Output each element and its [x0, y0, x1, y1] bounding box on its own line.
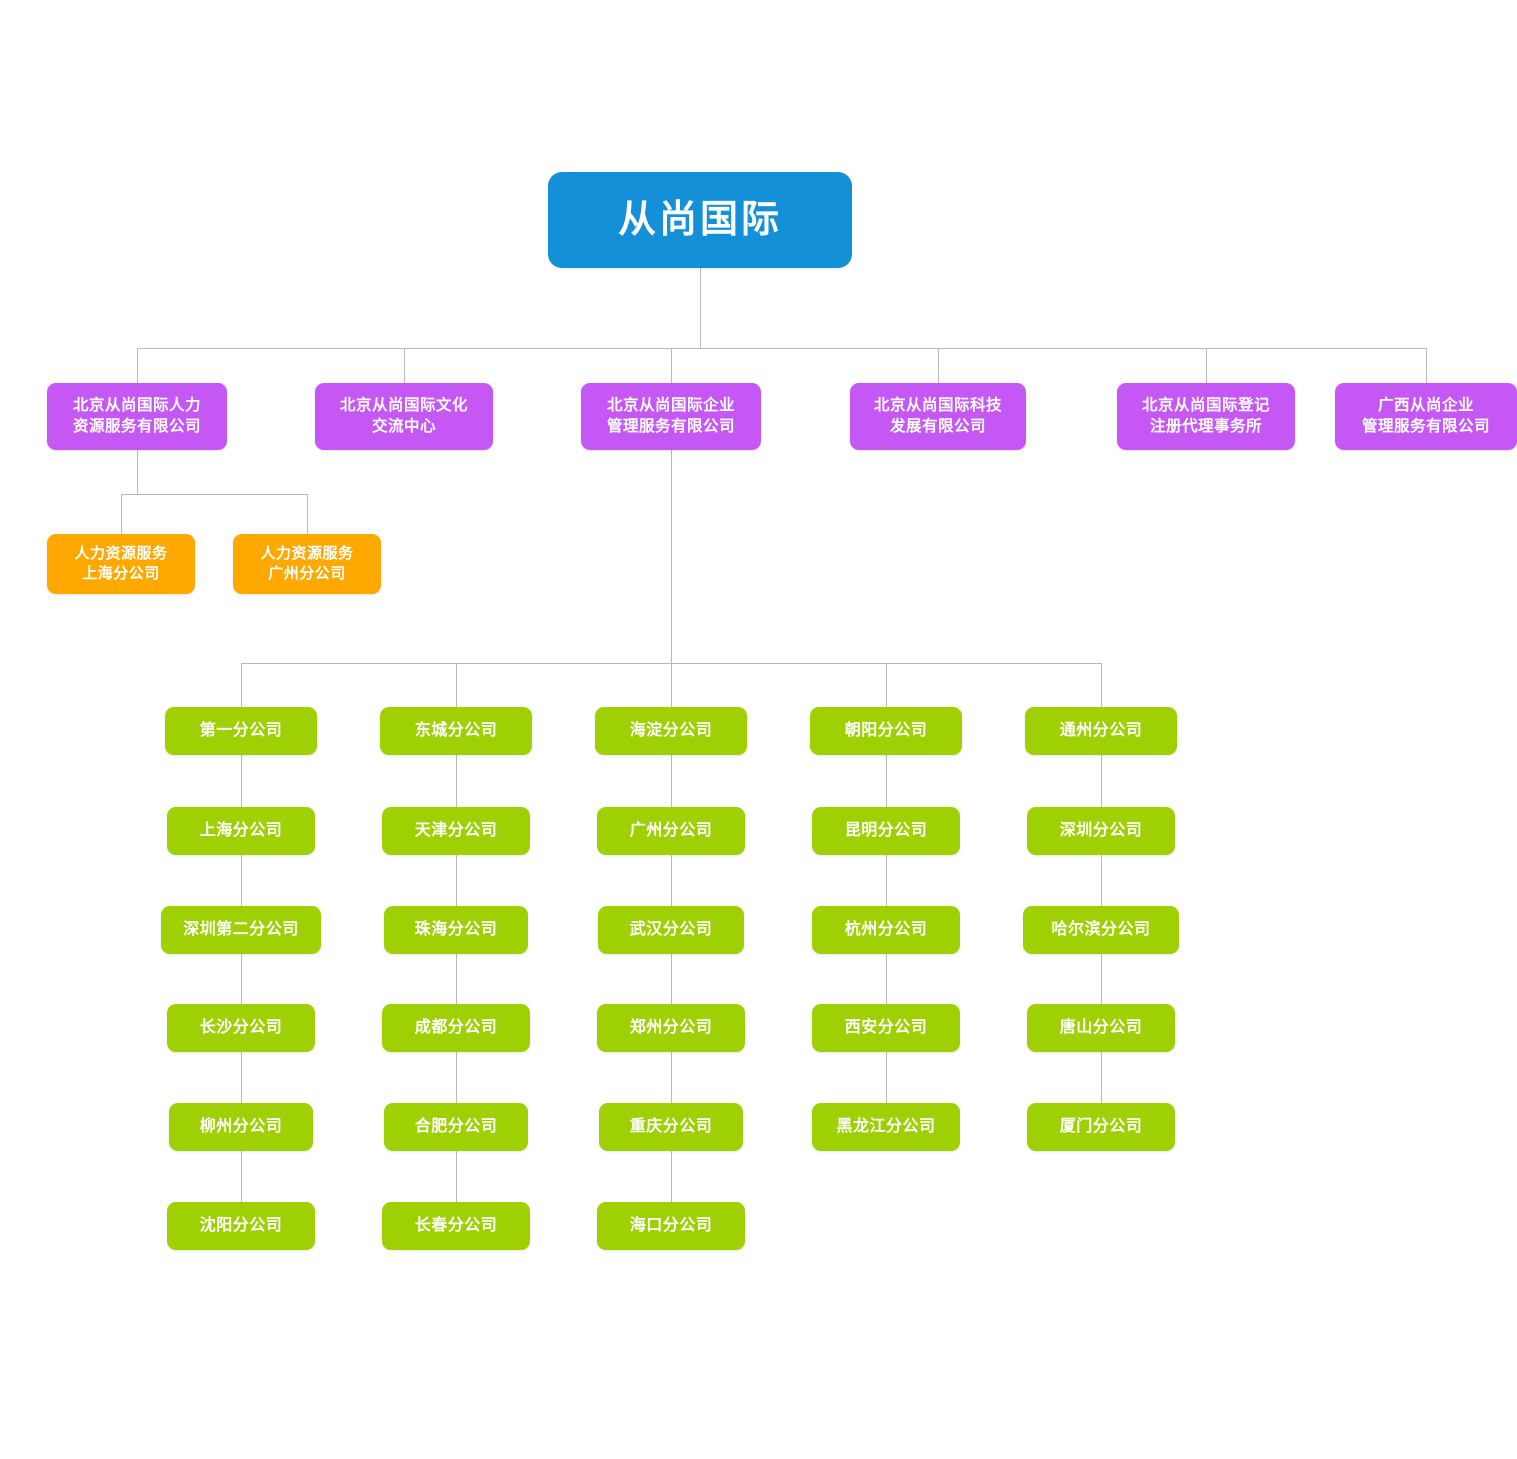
branch-node-0-2[interactable]: 深圳第二分公司 — [161, 906, 321, 954]
branch-node-3-0[interactable]: 朝阳分公司 — [810, 707, 962, 755]
connector-division-drop-3 — [938, 348, 939, 383]
connector-division-drop-1 — [404, 348, 405, 383]
branch-node-2-2[interactable]: 武汉分公司 — [598, 906, 744, 954]
branch-node-0-5[interactable]: 沈阳分公司 — [167, 1202, 315, 1250]
connector-division-drop-2 — [671, 348, 672, 383]
branch-node-1-1[interactable]: 天津分公司 — [382, 807, 530, 855]
connector-hr-bus — [121, 494, 307, 495]
branch-node-4-4[interactable]: 厦门分公司 — [1027, 1103, 1175, 1151]
branch-node-4-3[interactable]: 唐山分公司 — [1027, 1004, 1175, 1052]
branch-node-2-3[interactable]: 郑州分公司 — [597, 1004, 745, 1052]
branch-node-2-5[interactable]: 海口分公司 — [597, 1202, 745, 1250]
connector-division-bus — [137, 348, 1426, 349]
branch-node-1-0[interactable]: 东城分公司 — [380, 707, 532, 755]
branch-node-1-4[interactable]: 合肥分公司 — [384, 1103, 528, 1151]
branch-node-1-2[interactable]: 珠海分公司 — [384, 906, 528, 954]
connector-division-drop-5 — [1426, 348, 1427, 383]
branch-node-2-1[interactable]: 广州分公司 — [597, 807, 745, 855]
connector-division-drop-0 — [137, 348, 138, 383]
branch-node-2-4[interactable]: 重庆分公司 — [599, 1103, 743, 1151]
branch-node-1-3[interactable]: 成都分公司 — [382, 1004, 530, 1052]
division-node-0[interactable]: 北京从尚国际人力 资源服务有限公司 — [47, 383, 227, 450]
branch-node-3-1[interactable]: 昆明分公司 — [812, 807, 960, 855]
division-node-5[interactable]: 广西从尚企业 管理服务有限公司 — [1335, 383, 1517, 450]
connector-hr-drop-1 — [307, 494, 308, 534]
division-node-3[interactable]: 北京从尚国际科技 发展有限公司 — [850, 383, 1026, 450]
connector-branch-spine-3 — [886, 663, 887, 1103]
division-node-2[interactable]: 北京从尚国际企业 管理服务有限公司 — [581, 383, 761, 450]
division-node-4[interactable]: 北京从尚国际登记 注册代理事务所 — [1117, 383, 1295, 450]
division-node-1[interactable]: 北京从尚国际文化 交流中心 — [315, 383, 493, 450]
branch-node-3-2[interactable]: 杭州分公司 — [812, 906, 960, 954]
root-node-cong-shang-international[interactable]: 从尚国际 — [548, 172, 852, 268]
connector-branch-spine-4 — [1101, 663, 1102, 1103]
connector-root-stem — [700, 268, 701, 348]
branch-node-0-1[interactable]: 上海分公司 — [167, 807, 315, 855]
branch-node-2-0[interactable]: 海淀分公司 — [595, 707, 747, 755]
branch-node-0-4[interactable]: 柳州分公司 — [169, 1103, 313, 1151]
hr-subsidiary-node-0[interactable]: 人力资源服务 上海分公司 — [47, 534, 195, 594]
branch-node-4-2[interactable]: 哈尔滨分公司 — [1023, 906, 1179, 954]
branch-node-3-3[interactable]: 西安分公司 — [812, 1004, 960, 1052]
branch-node-4-0[interactable]: 通州分公司 — [1025, 707, 1177, 755]
branch-node-0-3[interactable]: 长沙分公司 — [167, 1004, 315, 1052]
branch-node-0-0[interactable]: 第一分公司 — [165, 707, 317, 755]
connector-division-drop-4 — [1206, 348, 1207, 383]
connector-hr-stem — [137, 450, 138, 494]
branch-node-4-1[interactable]: 深圳分公司 — [1027, 807, 1175, 855]
branch-node-3-4[interactable]: 黑龙江分公司 — [812, 1103, 960, 1151]
connector-hr-drop-0 — [121, 494, 122, 534]
hr-subsidiary-node-1[interactable]: 人力资源服务 广州分公司 — [233, 534, 381, 594]
branch-node-1-5[interactable]: 长春分公司 — [382, 1202, 530, 1250]
connector-branch-stem — [671, 450, 672, 663]
